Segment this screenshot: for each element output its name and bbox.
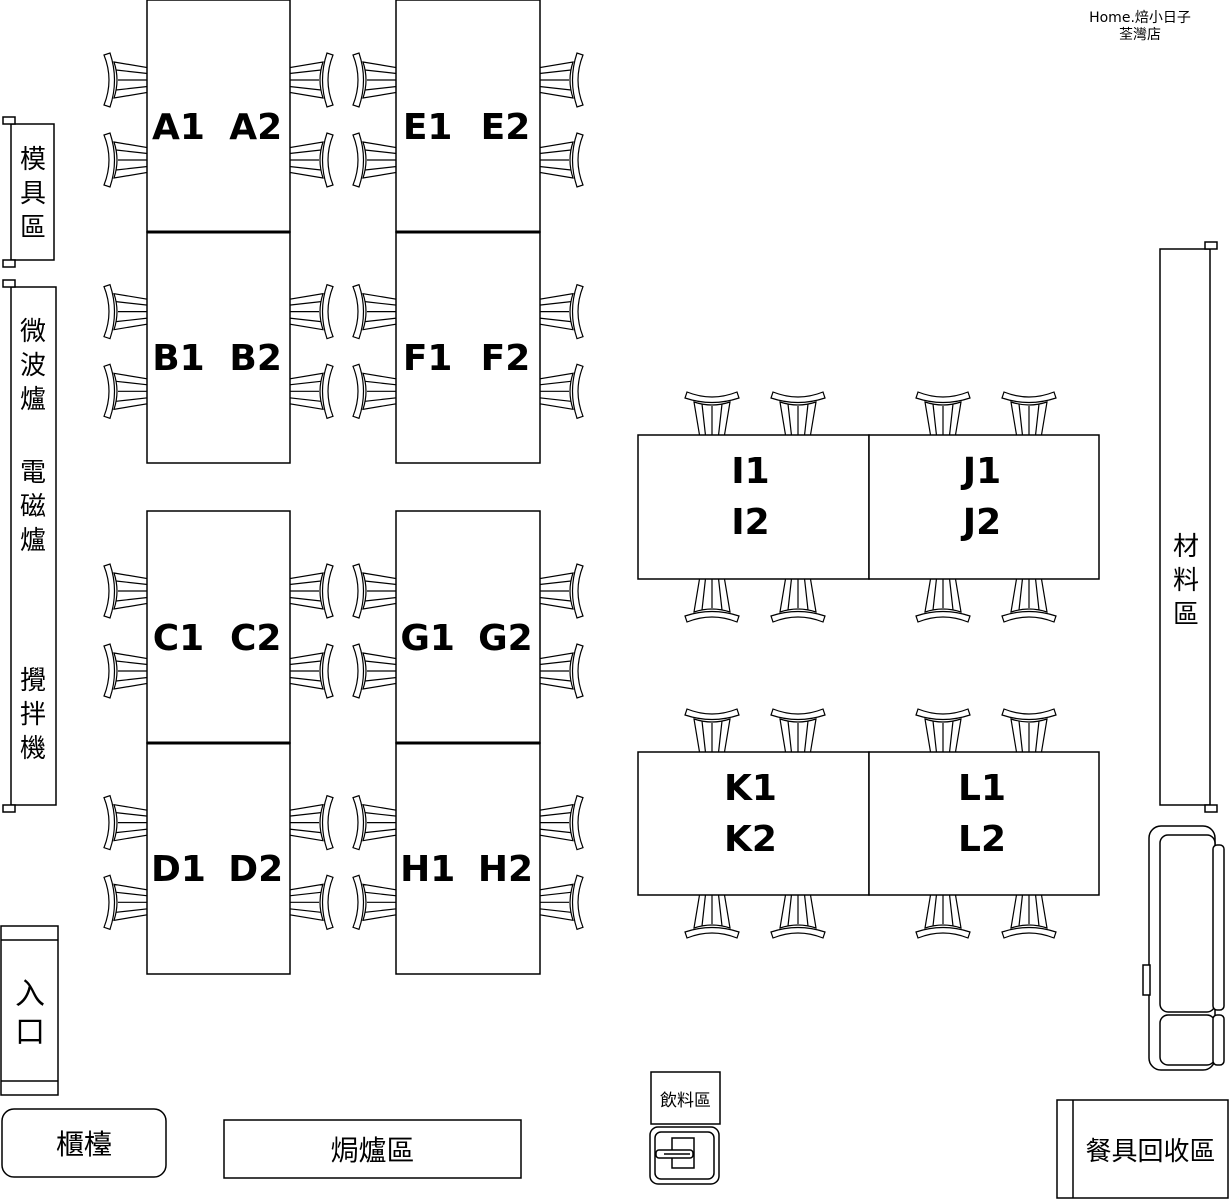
seat-label-a1: A1 — [151, 106, 205, 148]
chair-icon — [283, 874, 334, 931]
seat-label-k1: K1 — [724, 768, 777, 809]
chair-icon — [684, 708, 740, 759]
table-e[interactable] — [395, 0, 541, 233]
seat-label-d2: D2 — [228, 849, 284, 891]
seat-label-e2: E2 — [480, 106, 531, 148]
seat-label-b1: B1 — [152, 338, 205, 380]
store-name: Home.焙小日子 荃灣店 — [1080, 10, 1200, 44]
return-area-label: 餐具回收區 — [1085, 1136, 1216, 1167]
chair-icon — [1001, 888, 1057, 939]
entrance-label: 入口 — [15, 977, 45, 1050]
chair-icon — [533, 643, 584, 699]
table-h[interactable] — [395, 742, 541, 975]
drinks-machine-icon — [649, 1126, 720, 1185]
seat-label-d1: D1 — [150, 849, 206, 891]
oven-area-label: 焗爐區 — [330, 1134, 415, 1167]
drinks-sign — [650, 1071, 721, 1125]
table-a[interactable] — [146, 0, 291, 233]
table-f[interactable] — [395, 231, 541, 464]
seat-label-c2: C2 — [229, 617, 282, 659]
chair-icon — [103, 52, 154, 108]
chair-icon — [352, 794, 403, 851]
seat-label-l2: L2 — [958, 819, 1006, 860]
chair-icon — [103, 874, 154, 931]
seat-label-g1: G1 — [400, 617, 455, 659]
chair-icon — [283, 132, 334, 188]
mold-shelf — [2, 116, 55, 268]
chair-icon — [533, 363, 584, 420]
table-l[interactable] — [868, 751, 1100, 896]
entrance-door — [0, 925, 59, 1096]
table-c[interactable] — [146, 510, 291, 744]
counter-desk — [1, 1108, 167, 1178]
materials-shelf — [1159, 241, 1218, 813]
tables — [146, 0, 1100, 975]
mixer-label: 攪拌機 — [19, 666, 46, 764]
counter-label: 櫃檯 — [55, 1128, 112, 1161]
seat-label-b2: B2 — [229, 338, 282, 380]
fridge-icon — [1142, 825, 1225, 1071]
chair-icon — [283, 52, 334, 108]
chair-icon — [103, 794, 154, 851]
table-j[interactable] — [868, 434, 1100, 580]
seat-label-j2: J2 — [962, 502, 1002, 543]
chair-icon — [352, 563, 403, 619]
seat-label-h1: H1 — [400, 849, 456, 891]
seat-label-i1: I1 — [731, 451, 770, 492]
equipment-shelf — [2, 279, 57, 813]
chair-icon — [1001, 572, 1057, 623]
chair-icon — [915, 391, 971, 442]
store-brand: Home.焙小日子 — [1089, 10, 1191, 26]
microwave-label: 微波爐 — [19, 317, 46, 415]
seat-label-f1: F1 — [402, 338, 453, 380]
chair-icon — [352, 643, 403, 699]
chair-icon — [352, 283, 403, 340]
seat-label-i2: I2 — [731, 502, 770, 543]
return-area — [1056, 1099, 1229, 1199]
table-d[interactable] — [146, 742, 291, 975]
chair-icon — [103, 132, 154, 188]
table-b[interactable] — [146, 231, 291, 464]
store-branch: 荃灣店 — [1119, 27, 1161, 43]
mold-area-label: 模具區 — [19, 145, 46, 243]
chair-icon — [283, 643, 334, 699]
seat-label-c1: C1 — [152, 617, 205, 659]
induction-cooker-label: 電磁爐 — [19, 458, 46, 556]
seat-label-k2: K2 — [724, 819, 777, 860]
chair-icon — [283, 794, 334, 851]
seat-label-h2: H2 — [477, 849, 534, 891]
seat-label-e1: E1 — [402, 106, 453, 148]
seat-label-j1: J1 — [962, 451, 1002, 492]
materials-area-label: 材料區 — [1172, 532, 1199, 630]
seat-label-f2: F2 — [480, 338, 531, 380]
chair-icon — [533, 794, 584, 851]
table-i[interactable] — [637, 434, 870, 580]
seat-label-a2: A2 — [229, 106, 283, 148]
drinks-area-label: 飲料區 — [660, 1090, 711, 1111]
oven-area — [223, 1119, 522, 1179]
table-k[interactable] — [637, 751, 870, 896]
seat-label-l1: L1 — [958, 768, 1006, 809]
seat-label-g2: G2 — [478, 617, 533, 659]
